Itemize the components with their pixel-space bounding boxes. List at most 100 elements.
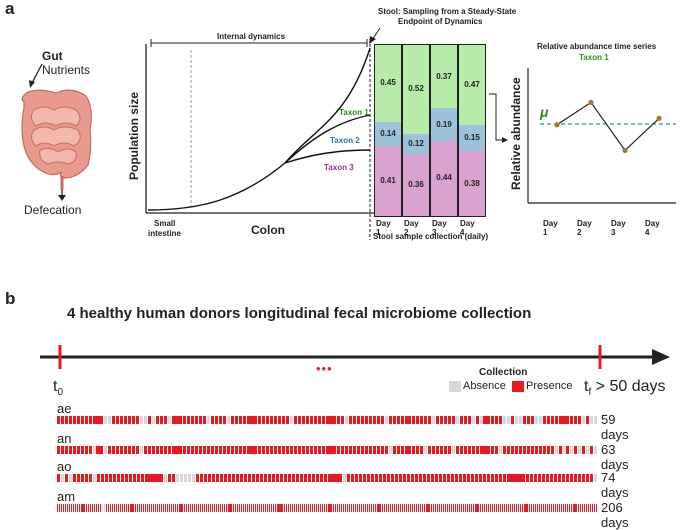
- sample-cell: [313, 416, 317, 424]
- sample-cell: [368, 446, 372, 454]
- sample-cell: [76, 474, 80, 482]
- sample-cell: [422, 474, 427, 482]
- sample-cell: [88, 504, 90, 512]
- stool-bar-1-taxon3: [375, 145, 401, 216]
- sample-cell: [64, 474, 69, 482]
- sample-cell: [529, 504, 531, 512]
- sample-cell: [574, 446, 578, 454]
- sample-cell: [234, 416, 238, 424]
- sample-cell: [227, 504, 229, 512]
- sample-cell: [343, 474, 347, 482]
- sample-cell: [445, 504, 447, 512]
- timeline-arrowhead: [652, 349, 670, 365]
- sample-cell: [286, 504, 288, 512]
- sample-cell: [455, 416, 459, 424]
- sample-cell: [443, 504, 445, 512]
- sample-cell: [96, 504, 98, 512]
- gut-label: Gut: [42, 49, 63, 63]
- sample-cell: [151, 446, 155, 454]
- sample-cell: [289, 446, 294, 454]
- sample-cell: [145, 504, 147, 512]
- sample-cell: [388, 446, 392, 454]
- sample-cell: [279, 474, 283, 482]
- stool-bar-1-taxon2-value: 0.14: [380, 128, 396, 138]
- sample-cell: [353, 416, 357, 424]
- sample-cell: [124, 474, 128, 482]
- sample-cell: [80, 474, 84, 482]
- sample-cell: [282, 416, 286, 424]
- sample-cell: [270, 504, 272, 512]
- sample-cell: [424, 446, 428, 454]
- sample-cell: [283, 474, 287, 482]
- sample-cell: [482, 504, 484, 512]
- sample-cell: [268, 504, 270, 512]
- sample-cell: [556, 504, 558, 512]
- sample-cell: [194, 504, 196, 512]
- sample-cell: [438, 474, 442, 482]
- sample-cell: [531, 504, 533, 512]
- sample-cell: [58, 504, 60, 512]
- sample-cell: [478, 504, 480, 512]
- sample-cell: [327, 504, 329, 512]
- tf-label: tf > 50 days: [584, 378, 666, 398]
- sample-cell: [415, 504, 417, 512]
- sample-cell: [515, 446, 519, 454]
- stool-bar-4-taxon1-value: 0.47: [464, 80, 480, 90]
- sample-cell: [490, 504, 492, 512]
- sample-cell: [407, 504, 409, 512]
- timeline-ellipsis: •••: [316, 361, 333, 376]
- stool-bar-2-frame: [402, 44, 430, 217]
- taxon3-label: Taxon 3: [324, 163, 354, 172]
- sample-cell: [192, 504, 194, 512]
- sample-cell: [356, 504, 358, 512]
- sample-cell: [199, 416, 203, 424]
- sample-cell: [509, 504, 511, 512]
- sample-cell: [207, 416, 211, 424]
- sample-cell: [207, 504, 209, 512]
- sample-cell: [164, 474, 168, 482]
- sample-cell: [426, 474, 430, 482]
- sample-cell: [413, 504, 415, 512]
- sample-cell: [401, 504, 404, 512]
- sample-cell: [331, 474, 335, 482]
- sample-cell: [515, 504, 517, 512]
- sample-cell: [542, 446, 546, 454]
- sample-cell: [394, 504, 396, 512]
- sample-cell: [333, 416, 337, 424]
- donor-id-am: am: [57, 489, 76, 504]
- sample-cell: [278, 416, 282, 424]
- sample-cell: [467, 416, 471, 424]
- t0-sub: 0: [57, 387, 64, 399]
- sample-cell: [251, 474, 255, 482]
- t0-text: t: [53, 378, 58, 395]
- t0-label: t0: [53, 378, 63, 398]
- donor-id-an: an: [57, 431, 72, 446]
- sample-cell: [235, 504, 237, 512]
- sample-cell: [519, 416, 523, 424]
- sample-cell: [331, 504, 333, 512]
- sample-cell: [483, 416, 487, 424]
- sample-cell: [128, 446, 132, 454]
- sample-cell: [371, 474, 375, 482]
- sample-cell: [155, 416, 159, 424]
- sample-cell: [270, 416, 274, 424]
- sample-cell: [374, 504, 376, 512]
- sample-cell: [349, 446, 353, 454]
- sample-cell: [84, 504, 86, 512]
- sample-cell: [262, 504, 264, 512]
- sample-cell: [151, 504, 153, 512]
- sample-cell: [421, 504, 423, 512]
- sample-cell: [72, 474, 76, 482]
- sample-cell: [215, 504, 217, 512]
- sample-cell: [135, 504, 137, 512]
- sample-cell: [382, 504, 384, 512]
- sample-cell: [357, 416, 361, 424]
- sample-cell: [214, 416, 218, 424]
- sample-cell: [590, 474, 594, 482]
- sample-cell: [335, 474, 339, 482]
- sample-cell: [286, 416, 290, 424]
- sample-cell: [204, 474, 208, 482]
- sample-cell: [108, 474, 112, 482]
- sample-cell: [590, 416, 594, 424]
- sample-cell: [76, 504, 78, 512]
